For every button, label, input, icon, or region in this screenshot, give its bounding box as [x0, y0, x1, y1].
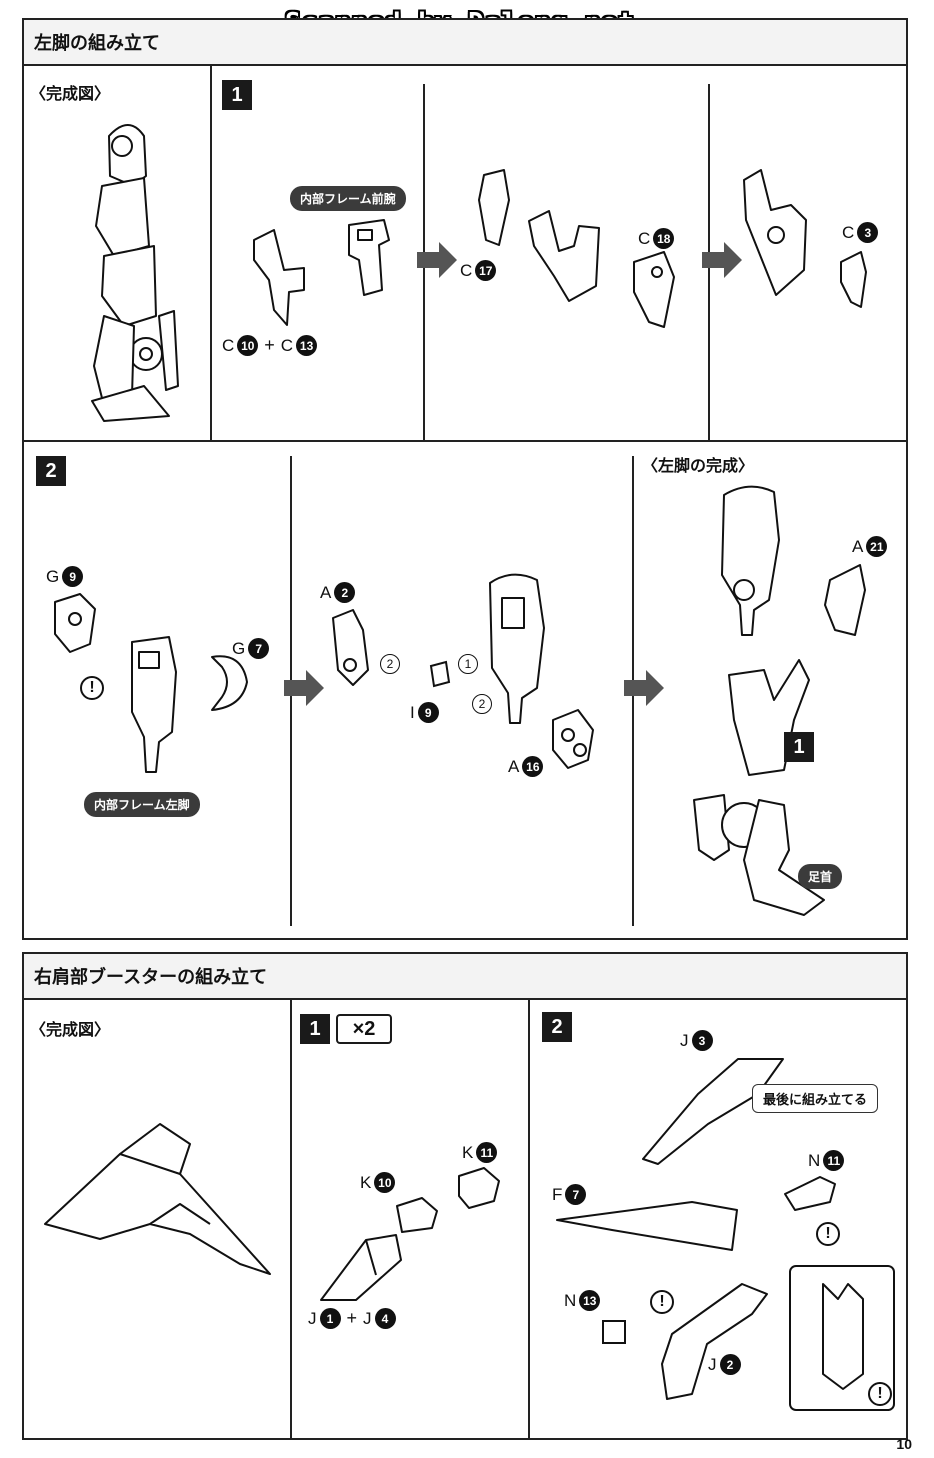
section-title-left-leg: 左脚の組み立て	[24, 20, 906, 66]
divider	[210, 66, 212, 440]
step-1-badge: 1	[222, 80, 252, 110]
detail-inset-illustration	[789, 1265, 895, 1411]
section-title-right-shoulder-booster: 右肩部ブースターの組み立て	[24, 954, 906, 1000]
divider	[24, 440, 906, 442]
callout-assemble-last: 最後に組み立てる	[752, 1084, 879, 1113]
next-arrow-icon	[624, 670, 664, 706]
part-j2-illustration	[661, 1283, 768, 1400]
step-2-badge: 2	[542, 1012, 572, 1042]
order-marker-2: 2	[472, 694, 492, 714]
booster-complete-illustration	[44, 1123, 271, 1275]
caution-icon: !	[816, 1222, 840, 1246]
caution-icon: !	[80, 676, 104, 700]
step-ref-1-badge: 1	[784, 732, 814, 762]
part-g9-illustration	[54, 593, 96, 653]
next-arrow-icon	[702, 242, 742, 278]
part-c3-illustration	[840, 251, 867, 308]
part-a2-illustration	[332, 609, 369, 686]
multiplier-badge: ×2	[336, 1014, 392, 1044]
part-n11-illustration	[784, 1176, 836, 1211]
assembly-step2b-illustration	[489, 573, 545, 724]
part-i9-illustration	[429, 660, 451, 688]
part-a16-illustration	[552, 709, 594, 769]
inner-frame-left-leg-illustration	[131, 636, 177, 773]
booster-complete-label: 〈完成図〉	[30, 1020, 111, 1039]
inner-frame-forearm-illustration	[348, 219, 390, 296]
callout-forearm-frame: 内部フレーム前腕	[290, 186, 406, 211]
caution-icon: !	[650, 1290, 674, 1314]
step-2-badge: 2	[36, 456, 66, 486]
callout-ankle: 足首	[798, 864, 843, 889]
part-c10-c13-illustration	[253, 229, 305, 326]
next-arrow-icon	[417, 242, 457, 278]
complete-view-label: 〈完成図〉	[30, 84, 111, 103]
assembly-step1c-illustration	[743, 169, 807, 296]
left-leg-middle-illustration	[728, 659, 810, 776]
left-leg-complete-label: 〈左脚の完成〉	[642, 456, 755, 475]
step-1-badge: 1	[300, 1014, 330, 1044]
leg-complete-illustration	[91, 124, 179, 422]
page-number: 10	[896, 1436, 912, 1452]
part-a21-illustration	[824, 564, 866, 636]
part-j3-illustration	[642, 1058, 784, 1165]
part-k10-illustration	[396, 1197, 438, 1233]
left-leg-upper-illustration	[721, 485, 780, 636]
caution-icon: !	[868, 1382, 892, 1406]
next-arrow-icon	[284, 670, 324, 706]
part-g7-illustration	[211, 655, 248, 711]
part-k11-illustration	[458, 1167, 500, 1209]
divider	[290, 1000, 292, 1438]
assembly-step1b-illustration	[528, 210, 600, 302]
section-left-leg: 左脚の組み立て 〈完成図〉 1 内部フレーム前腕	[22, 18, 908, 940]
ankle-illustration	[693, 794, 825, 916]
part-f7-illustration	[556, 1201, 738, 1251]
part-c17-illustration	[478, 169, 510, 246]
divider	[528, 1000, 530, 1438]
callout-inner-frame-left-leg: 内部フレーム左脚	[84, 792, 200, 817]
part-c18-illustration	[633, 251, 675, 328]
order-marker-1: 1	[458, 654, 478, 674]
order-marker-2: 2	[380, 654, 400, 674]
part-j1-j4-illustration	[320, 1234, 402, 1301]
part-n13-illustration	[602, 1320, 626, 1344]
